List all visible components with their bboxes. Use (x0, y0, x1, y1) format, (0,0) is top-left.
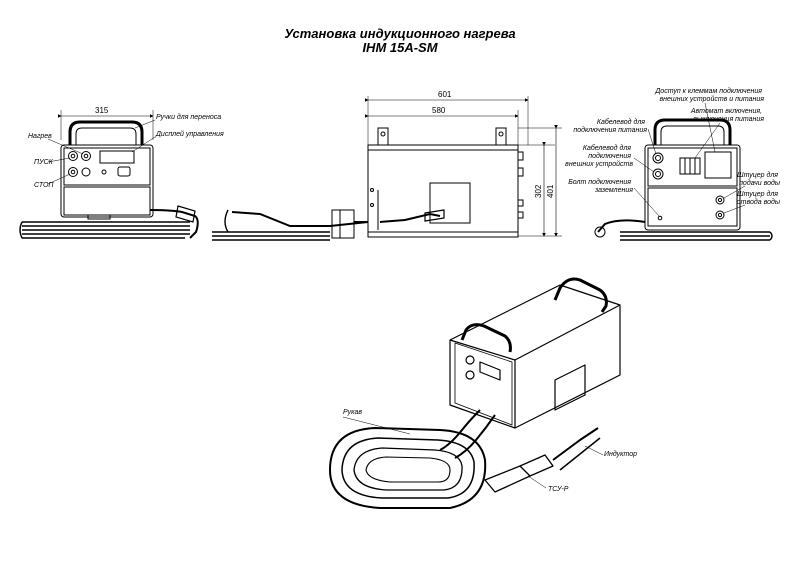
rear-carry-handle (653, 118, 732, 145)
label-water-out: Штуцер для отвода воды (737, 190, 781, 206)
label-start: ПУСК (34, 159, 54, 166)
water-in-fitting-icon (715, 195, 725, 205)
tsu-connector (331, 209, 355, 239)
iso-view (329, 277, 621, 509)
label-stop: СТОП (34, 182, 54, 189)
iso-inductor-coil (329, 427, 487, 509)
label-sleeve: Рукав (343, 409, 362, 416)
dim-height-401: 401 (546, 184, 555, 198)
label-power-cable: Кабелевод для подключения питания (573, 118, 647, 134)
ext-cable-gland-icon (652, 168, 664, 180)
terminal-access-panel (704, 151, 732, 179)
label-handles: Ручки для переноса (156, 113, 221, 121)
label-water-in: Штуцер для подачи воды (737, 171, 781, 187)
label-terminal-access: Доступ к клеммам подключения внешних уст… (654, 87, 764, 103)
start-button-icon (68, 151, 78, 161)
power-cable-gland-icon (652, 152, 664, 164)
stop-button-icon (68, 167, 78, 177)
label-tsu: ТСУ-Р (548, 486, 569, 493)
iso-unit-body (449, 284, 621, 429)
side-vent-panel (429, 182, 471, 224)
side-view (212, 96, 562, 241)
heating-lamp-icon (81, 151, 91, 161)
side-view-labels: 601 580 302 401 (432, 90, 555, 198)
front-view-labels: 315 Ручки для переноса Дисплей управлени… (28, 106, 224, 189)
unit-body-side (367, 144, 519, 238)
carry-handle (68, 120, 144, 145)
label-breaker: Автомат включения, выключения питания (690, 108, 764, 123)
dim-length-580: 580 (432, 106, 446, 115)
drawing-title: Установка индукционного нагрева (284, 26, 516, 41)
label-ground-bolt: Болт подключения заземления (568, 178, 633, 194)
iso-tsu-connector (484, 465, 531, 493)
drawing-model: IHM 15A-SM (362, 40, 438, 55)
unit-body-rear (644, 144, 741, 231)
control-display-icon (99, 150, 135, 164)
dim-length-601: 601 (438, 90, 452, 99)
rear-view-labels: Доступ к клеммам подключения внешних уст… (565, 87, 781, 217)
iso-sleeve (439, 409, 481, 451)
dim-height-302: 302 (534, 184, 543, 198)
unit-body-front (60, 144, 154, 218)
front-view (19, 110, 199, 239)
rear-view (594, 118, 773, 241)
water-out-fitting-icon (715, 210, 725, 220)
label-ext-cable: Кабелевод для подключения внешних устрой… (565, 144, 633, 168)
iso-view-labels: Рукав Индуктор ТСУ-Р (342, 409, 637, 493)
label-display: Дисплей управления (155, 130, 224, 138)
ground-bolt-icon (657, 215, 663, 221)
iso-vent-panel (554, 364, 586, 411)
label-heating: Нагрев (28, 133, 52, 140)
dim-width-315: 315 (95, 106, 109, 115)
label-inductor: Индуктор (604, 450, 637, 458)
